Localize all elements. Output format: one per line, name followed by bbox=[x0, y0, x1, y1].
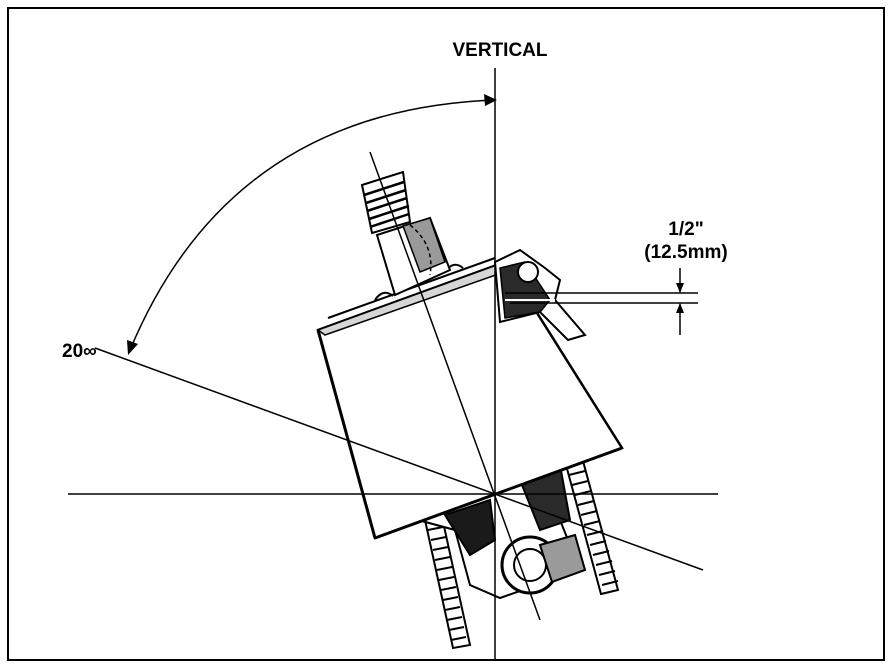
main-housing bbox=[316, 257, 624, 540]
lower-mechanism bbox=[414, 463, 587, 600]
tilted-device bbox=[316, 170, 624, 650]
reference-lines bbox=[68, 68, 718, 660]
offset-inches-label: 1/2" bbox=[668, 219, 703, 240]
angle-arc bbox=[127, 94, 497, 355]
offset-dimension bbox=[505, 268, 698, 335]
vertical-label: VERTICAL bbox=[453, 40, 548, 61]
dimension-arrow-down bbox=[676, 283, 684, 293]
dimension-arrow-up bbox=[676, 303, 684, 313]
right-clamp bbox=[493, 248, 587, 342]
tilted-axis-line bbox=[369, 151, 541, 621]
angle-label: 20∞ bbox=[62, 341, 97, 362]
offset-mm-label: (12.5mm) bbox=[644, 242, 727, 263]
arc-arrowhead-top bbox=[484, 94, 497, 106]
top-motor bbox=[375, 216, 452, 297]
arc-arrowhead-bottom bbox=[127, 340, 138, 355]
tilted-horizontal-line bbox=[94, 347, 704, 571]
